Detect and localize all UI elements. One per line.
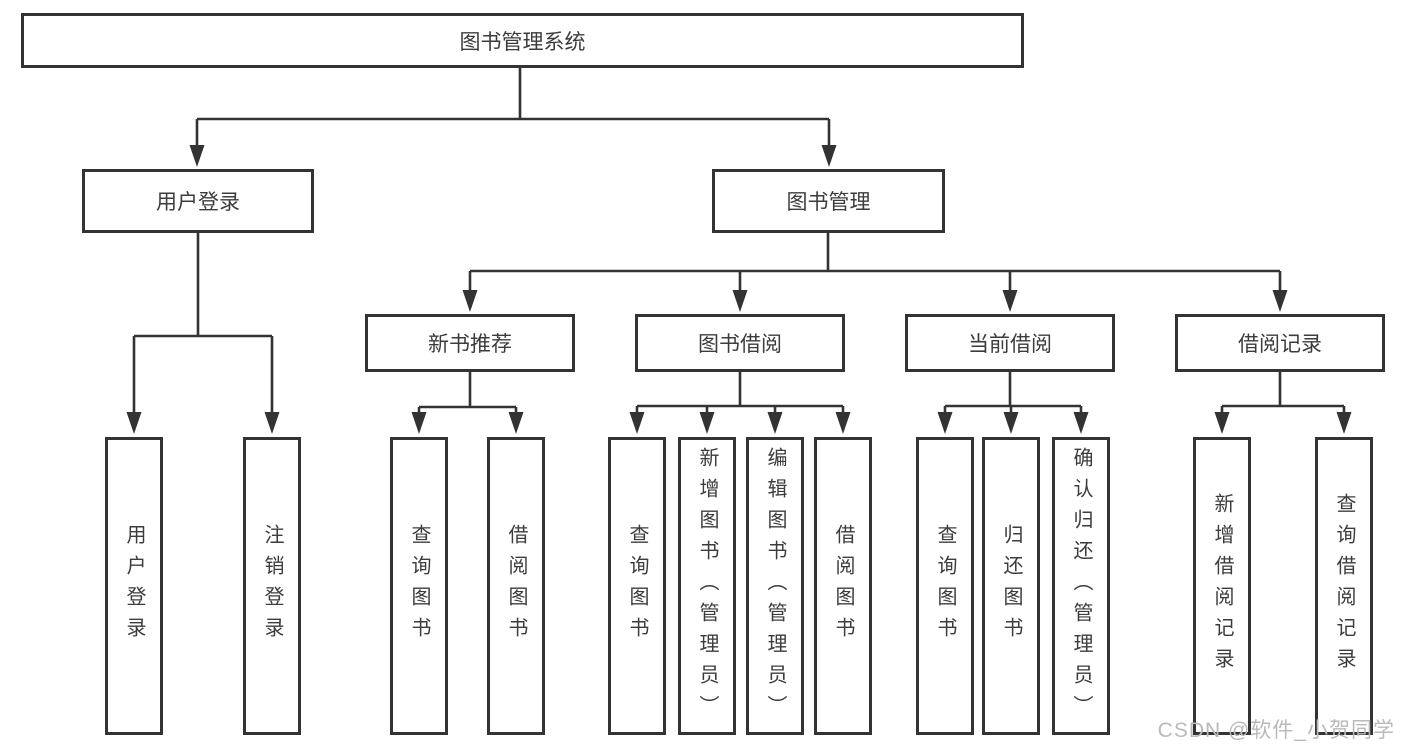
leaf-add-book-admin: 新增图书（管理员） xyxy=(678,437,736,735)
leaf-query-books-borrowing: 查询图书 xyxy=(608,437,666,735)
arrowhead-icon xyxy=(189,145,205,167)
leaf-label: 借阅图书 xyxy=(832,524,854,648)
arrowhead-icon xyxy=(1003,412,1019,434)
node-user-login: 用户登录 xyxy=(82,169,314,233)
leaf-label: 注销登录 xyxy=(261,524,283,648)
leaf-edit-book-admin: 编辑图书（管理员） xyxy=(746,437,804,735)
leaf-user-login: 用户登录 xyxy=(105,437,163,735)
arrowhead-icon xyxy=(1214,412,1230,434)
leaf-label: 用户登录 xyxy=(123,524,145,648)
arrowhead-icon xyxy=(1073,412,1089,434)
leaf-borrow-books-recommend: 借阅图书 xyxy=(487,437,545,735)
arrowhead-icon xyxy=(411,412,427,434)
leaf-add-borrow-record: 新增借阅记录 xyxy=(1193,437,1251,735)
arrowhead-icon xyxy=(264,412,280,434)
leaf-label: 编辑图书（管理员） xyxy=(764,446,786,726)
connector-line xyxy=(943,372,1083,412)
arrowhead-icon xyxy=(699,412,715,434)
arrowhead-icon xyxy=(1002,290,1018,312)
node-current-borrowing: 当前借阅 xyxy=(905,314,1115,372)
arrowhead-icon xyxy=(1336,412,1352,434)
arrowhead-icon xyxy=(821,145,837,167)
leaf-label: 归还图书 xyxy=(1000,524,1022,648)
leaf-logout: 注销登录 xyxy=(243,437,301,735)
arrowhead-icon xyxy=(937,412,953,434)
node-book-management: 图书管理 xyxy=(712,169,945,233)
leaf-borrow-books: 借阅图书 xyxy=(814,437,872,735)
leaf-label: 新增图书（管理员） xyxy=(696,446,718,726)
arrowhead-icon xyxy=(732,290,748,312)
leaf-query-books-current: 查询图书 xyxy=(916,437,974,735)
leaf-label: 查询图书 xyxy=(408,524,430,648)
leaf-query-borrow-record: 查询借阅记录 xyxy=(1315,437,1373,735)
node-library-management-system: 图书管理系统 xyxy=(21,13,1024,68)
node-new-book-recommendation: 新书推荐 xyxy=(365,314,575,372)
connector-line xyxy=(1220,372,1346,412)
leaf-label: 查询图书 xyxy=(934,524,956,648)
leaf-return-books: 归还图书 xyxy=(982,437,1040,735)
leaf-query-books-recommend: 查询图书 xyxy=(390,437,448,735)
connector-line xyxy=(417,372,518,412)
node-borrowing-records: 借阅记录 xyxy=(1175,314,1385,372)
arrowhead-icon xyxy=(767,412,783,434)
arrowhead-icon xyxy=(508,412,524,434)
connector-line xyxy=(195,68,831,147)
leaf-confirm-return-admin: 确认归还（管理员） xyxy=(1052,437,1110,735)
leaf-label: 借阅图书 xyxy=(505,524,527,648)
connector-line xyxy=(132,233,274,412)
leaf-label: 查询图书 xyxy=(626,524,648,648)
arrowhead-icon xyxy=(835,412,851,434)
connector-line xyxy=(635,372,845,412)
arrowhead-icon xyxy=(629,412,645,434)
connector-line xyxy=(468,233,1282,290)
leaf-label: 查询借阅记录 xyxy=(1333,493,1355,679)
arrowhead-icon xyxy=(1272,290,1288,312)
leaf-label: 确认归还（管理员） xyxy=(1070,446,1092,726)
node-book-borrowing: 图书借阅 xyxy=(635,314,845,372)
watermark: CSDN @软件_小贺同学 xyxy=(1157,719,1395,742)
arrowhead-icon xyxy=(126,412,142,434)
arrowhead-icon xyxy=(462,290,478,312)
leaf-label: 新增借阅记录 xyxy=(1211,493,1233,679)
